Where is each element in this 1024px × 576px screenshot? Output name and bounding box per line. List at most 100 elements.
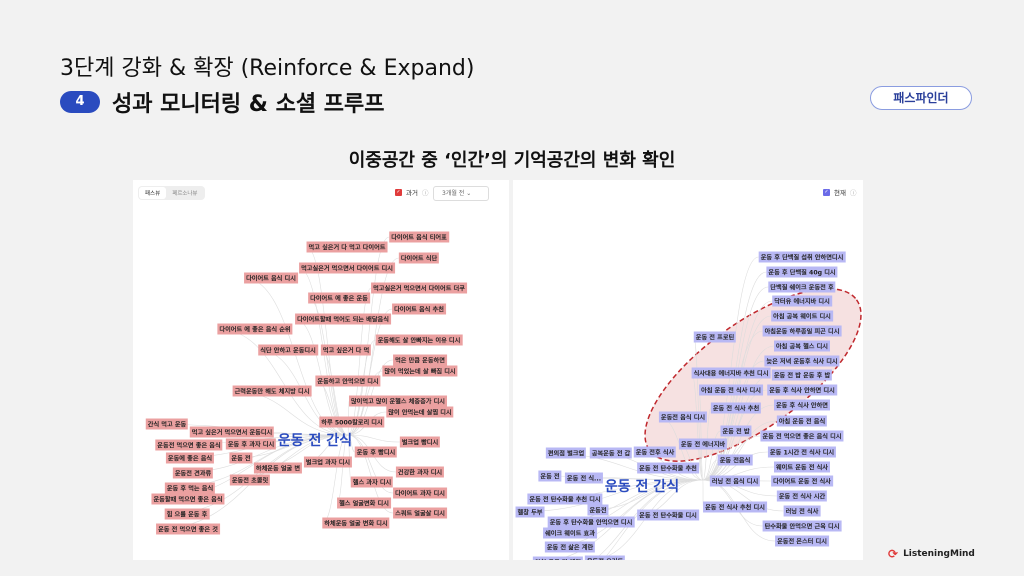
keyword-node[interactable]: 운동 후 식사 안하면 디시 [767,384,837,396]
keyword-node[interactable]: 운동 전 탄수화물 디시 [637,509,699,521]
keyword-node[interactable]: 운동 1시간 전 식사 디시 [767,446,837,458]
keyword-node[interactable]: 헬스 과자 디시 [350,476,394,488]
keyword-node[interactable]: 운동 전 식... [564,472,604,484]
keyword-node[interactable]: 먹고 싶은거 다 먹 [320,344,372,356]
keyword-node[interactable]: 운동 전 삶은 계란 [544,541,596,553]
keyword-node[interactable]: 운동해도 살 안빠지는 이유 디시 [375,334,463,346]
keyword-node[interactable]: 다이어트 음식 디시 [244,272,298,284]
keyword-node[interactable]: 먹고실은거 먹으면서 다이어트 디시 [299,262,395,274]
keyword-node[interactable]: 운동 후 탄수화물 안먹으면 디시 [547,516,635,528]
keyword-node[interactable]: 단백질 쉐이크 운동전 후 [768,281,836,293]
keyword-node[interactable]: 운동전 요거트 [584,555,626,560]
center-node[interactable]: 운동 전 간식 [277,433,353,449]
keyword-node[interactable]: 운동전 음식 디시 [658,411,708,423]
keyword-node[interactable]: 헬창 두부 [515,506,545,518]
keyword-node[interactable]: 운동전 먹으면 좋은 음식 [155,439,223,451]
keyword-node[interactable]: 많이먹고 많이 운헬스 체중증가 디시 [348,395,448,407]
keyword-node[interactable]: 다이어트 에 좋은 운동 [308,292,370,304]
keyword-node[interactable]: 운동 전 밥 운동 후 밥 [771,369,833,381]
keyword-node[interactable]: 아침 운동 전 계란 [532,556,584,560]
keyword-node[interactable]: 러닝 전 음식 디시 [709,475,761,487]
keyword-node[interactable]: 운동 후 식사 안하면 [773,399,831,411]
keyword-node[interactable]: 러닝 전 식사 [783,505,821,517]
keyword-node[interactable]: 아침 공복 웨이트 디시 [771,310,833,322]
keyword-node[interactable]: 운동 전 식사 추천 [710,402,762,414]
keyword-node[interactable]: 식사대용 에너지바 추천 디시 [691,367,771,379]
keyword-node[interactable]: 운동 후 먹는 음식 [164,482,216,494]
keyword-node[interactable]: 하체운동 얼굴 변화 디시 [322,517,390,529]
period-select[interactable]: 3개월 전 ⌄ [433,186,489,201]
keyword-node[interactable]: 먹은 만큼 운동하면 [393,354,447,366]
keyword-node[interactable]: 운동 전 에너지바 [678,438,728,450]
keyword-node[interactable]: 운동 후 단백질 40g 디시 [766,266,838,278]
current-checkbox[interactable]: ✓ 현재 ⓘ [823,187,856,197]
keyword-node[interactable]: 운동 전 밥 [720,425,752,437]
past-checkbox[interactable]: ✓ 과거 ⓘ [395,187,428,197]
keyword-node[interactable]: 식단 안하고 운동디시 [258,344,318,356]
keyword-node[interactable]: 벌크업 빵디시 [399,436,441,448]
keyword-node[interactable]: 운동할때 먹으면 좋은 음식 [151,493,225,505]
center-node[interactable]: 운동 전 간식 [604,479,680,495]
keyword-node[interactable]: 다이어트 과자 디시 [393,487,447,499]
keyword-node[interactable]: 운동 전 [229,452,253,464]
keyword-node[interactable]: 다이어트 에 좋은 음식 순위 [217,323,293,335]
edge [593,479,704,560]
keyword-node[interactable]: 다이어트할때 먹어도 되는 배달음식 [295,313,391,325]
keyword-node[interactable]: 쉐이크 웨이트 효과 [543,527,597,539]
keyword-node[interactable]: 늦은 저녁 운동후 식사 디시 [764,355,840,367]
keyword-node[interactable]: 다이어트 식단 [398,252,440,264]
keyword-node[interactable]: 운동 전후 식사 [633,446,677,458]
chevron-down-icon: ⌄ [466,190,472,197]
keyword-node[interactable]: 편의점 벌크업 [545,447,587,459]
keyword-node[interactable]: 운동에 좋은 음식 [165,452,215,464]
keyword-node[interactable]: 운동 후 빵디시 [354,446,398,458]
edge [347,339,376,436]
keyword-node[interactable]: 먹고 싶은거 먹으면서 운동디시 [189,426,275,438]
keyword-node[interactable]: 아침 운동 전 음식 [776,415,828,427]
keyword-node[interactable]: 아침 공복 헬스 디시 [773,340,831,352]
keyword-node[interactable]: 웨이트 운동 전 식사 [773,461,831,473]
keyword-node[interactable]: 간식 먹고 운동 [145,418,189,430]
keyword-node[interactable]: 운동 후 과자 디시 [225,438,277,450]
keyword-node[interactable]: 다이어트 운동 전 식사 [771,475,833,487]
keyword-node[interactable]: 하루 5000칼로리 디시 [319,416,385,428]
keyword-node[interactable]: 운동 전 탄수화물 추천 [637,462,699,474]
tab-personaview[interactable]: 페르소나뷰 [172,191,198,197]
keyword-node[interactable]: 운동 전음식 [717,454,753,466]
keyword-node[interactable]: 먹고실은거 먹으면서 다이어트 더쿠 [371,282,467,294]
keyword-node[interactable]: 운동전 [587,504,609,516]
keyword-node[interactable]: 건강한 과자 디시 [395,466,445,478]
keyword-node[interactable]: 닥터유 에너지바 디시 [772,295,832,307]
keyword-node[interactable]: 운동 전 먹으면 좋은 음식 디시 [760,430,844,442]
keyword-node[interactable]: 운동 전 프로틴 [693,331,737,343]
keyword-node[interactable]: 탄수화물 안먹으면 근육 디시 [762,520,842,532]
keyword-node[interactable]: 근력운동만 해도 체지방 디시 [232,385,312,397]
tab-pathview[interactable]: 패스뷰 [139,187,167,199]
keyword-node[interactable]: 운동전 견과류 [172,467,214,479]
keyword-node[interactable]: 많이 안먹는데 살찜 디시 [386,406,454,418]
keyword-node[interactable]: 스쿼트 얼굴살 디시 [393,507,447,519]
keyword-node[interactable]: 헬스 얼굴변화 디시 [337,497,391,509]
keyword-node[interactable]: 운동 전 [538,470,562,482]
keyword-node[interactable]: 다이어트 음식 추천 [392,303,446,315]
keyword-node[interactable]: 운동 전 먹으면 좋은 것 [156,523,220,535]
edge [347,434,394,494]
keyword-node[interactable]: 아침운동 하루종일 피곤 디시 [762,325,842,337]
keyword-node[interactable]: 먹고 싶은거 다 먹고 다이어트 [306,241,388,253]
keyword-node[interactable]: 하체운동 얼굴 변 [253,462,303,474]
keyword-node[interactable]: 운동하고 안먹으면 디시 [315,375,381,387]
keyword-node[interactable]: 다이어트 음식 티어표 [389,231,449,243]
keyword-node[interactable]: 운동전 초콜릿 [229,474,271,486]
step-heading: 4 성과 모니터링 & 소셜 프루프 [60,86,384,118]
keyword-node[interactable]: 운동 전 식사 추천 디시 [703,501,767,513]
keyword-node[interactable]: 아침 운동 전 식사 디시 [699,384,763,396]
keyword-node[interactable]: 공복운동 전 갑 [589,447,633,459]
keyword-node[interactable]: 운동 전 식사 시간 [776,490,828,502]
checkbox-label: 과거 [406,189,418,197]
keyword-node[interactable]: 운동 후 단백질 섭취 안하면디시 [758,251,846,263]
keyword-node[interactable]: 벌크업 과자 디시 [303,456,353,468]
keyword-node[interactable]: 운동전 몬스터 디시 [775,535,829,547]
keyword-node[interactable]: 운동 전 탄수화물 추천 디시 [527,493,603,505]
keyword-node[interactable]: 많이 먹었는데 살 빠짐 디시 [382,365,458,377]
keyword-node[interactable]: 힘 으를 운동 후 [164,508,210,520]
